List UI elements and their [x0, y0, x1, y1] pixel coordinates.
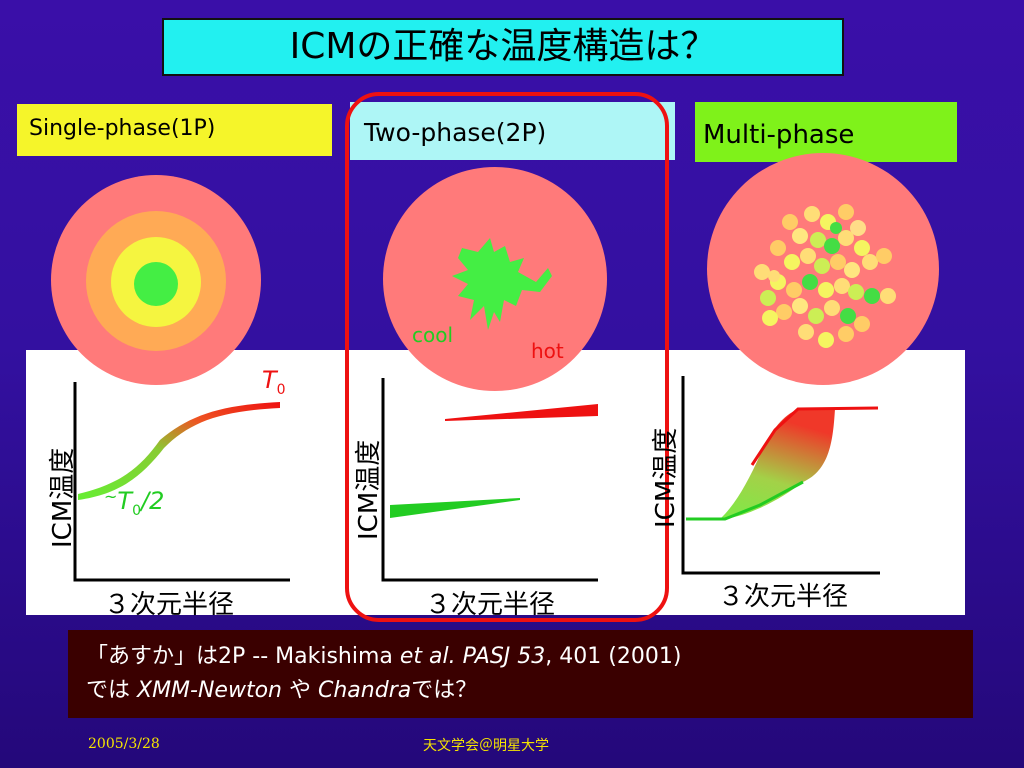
reference-note: 「あすか」は2P -- Makishima et al. PASJ 53, 40… — [68, 630, 973, 718]
hot-band — [445, 404, 598, 421]
cool-band — [390, 498, 520, 518]
y-axis-label-3: ICM温度 — [651, 427, 681, 528]
multi-phase-label: Multi-phase — [695, 102, 957, 162]
t0-label: T0 — [262, 366, 286, 398]
x-axis-label-3: ３次元半径 — [718, 582, 849, 612]
note-line-1: 「あすか」は2P -- Makishima et al. PASJ 53, 40… — [86, 644, 682, 669]
graph-panel — [26, 350, 965, 615]
cool-label: cool — [412, 323, 454, 347]
graph-single-phase — [73, 382, 290, 582]
two-phase-circle — [383, 167, 607, 391]
single-phase-circle — [51, 175, 261, 385]
graph-multi-phase — [681, 376, 880, 575]
highlight-frame — [345, 92, 669, 622]
two-phase-label: Two-phase(2P) — [350, 102, 675, 160]
graph-two-phase — [381, 378, 598, 582]
slide-title: ICMの正確な温度構造は？ — [162, 18, 844, 76]
single-phase-label: Single-phase(1P) — [17, 104, 332, 156]
t0-half-label: ~T0/2 — [104, 487, 165, 519]
hot-label: hot — [531, 339, 564, 363]
footer-event: 天文学会＠明星大学 — [423, 738, 549, 754]
footer-date: 2005/3/28 — [88, 736, 160, 752]
cool-filament — [452, 238, 552, 330]
multi-phase-blobs — [754, 204, 896, 348]
multi-phase-circle — [707, 153, 939, 385]
note-line-2: では XMM-Newton や Chandraでは？ — [86, 678, 478, 703]
y-axis-label-1: ICM温度 — [48, 447, 78, 548]
y-axis-label-2: ICM温度 — [354, 439, 384, 540]
x-axis-label-2: ３次元半径 — [425, 590, 556, 620]
x-axis-label-1: ３次元半径 — [104, 590, 235, 620]
